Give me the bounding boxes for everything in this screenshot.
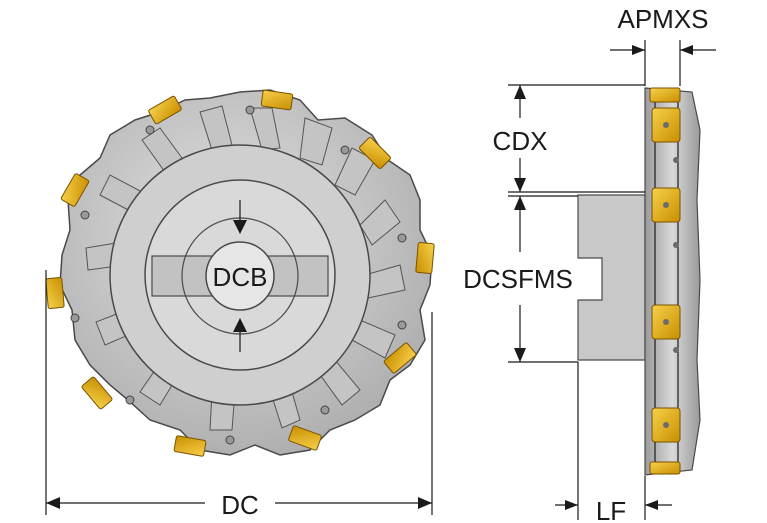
screw-icon <box>663 319 669 325</box>
arrow-icon <box>645 500 658 510</box>
screw-icon <box>397 233 407 243</box>
screw-icon <box>80 210 90 220</box>
arrow-icon <box>514 85 526 99</box>
cdx-label: CDX <box>493 126 548 156</box>
dcb-label: DCB <box>213 262 268 292</box>
insert <box>649 461 681 475</box>
screw-icon <box>145 125 155 135</box>
insert <box>415 242 435 274</box>
arrow-icon <box>680 45 693 55</box>
screw-icons <box>70 105 407 445</box>
side-view: APMXS CDX DCSFMS LF <box>463 4 716 523</box>
arrow-icon <box>565 500 578 510</box>
screw-icon <box>663 202 669 208</box>
screw-icons-side <box>663 122 679 428</box>
insert <box>81 376 113 410</box>
bore <box>205 241 275 311</box>
screw-icon <box>340 145 350 155</box>
arrow-icon <box>233 220 247 234</box>
lf-label: LF <box>596 496 626 523</box>
screw-icon <box>397 320 407 330</box>
arrow-icon <box>418 497 432 509</box>
insert <box>148 95 182 125</box>
screw-icon <box>663 422 669 428</box>
arrow-icon <box>46 497 60 509</box>
insert <box>45 277 65 309</box>
insert <box>288 425 322 451</box>
screw-icon <box>70 313 80 323</box>
insert <box>260 89 294 111</box>
insert <box>359 137 391 169</box>
screw-icon <box>320 405 330 415</box>
insert <box>649 87 681 103</box>
screw-icon <box>673 242 679 248</box>
front-view: DCB DC <box>45 89 435 520</box>
screw-icon <box>663 122 669 128</box>
arrow-icon <box>233 318 247 332</box>
insert <box>173 435 207 457</box>
insert <box>60 173 90 207</box>
apmxs-label: APMXS <box>617 4 708 34</box>
dc-label: DC <box>221 490 259 520</box>
arrow-icon <box>514 348 526 362</box>
screw-icon <box>673 347 679 353</box>
arrow-icon <box>514 196 526 210</box>
dcsfms-label: DCSFMS <box>463 264 573 294</box>
screw-icon <box>225 435 235 445</box>
screw-icon <box>125 395 135 405</box>
screw-icon <box>245 105 255 115</box>
inserts-front <box>45 89 435 457</box>
screw-icon <box>673 157 679 163</box>
arrow-icon <box>514 178 526 192</box>
insert <box>383 342 417 374</box>
arrow-icon <box>632 45 645 55</box>
side-hub <box>577 194 646 361</box>
